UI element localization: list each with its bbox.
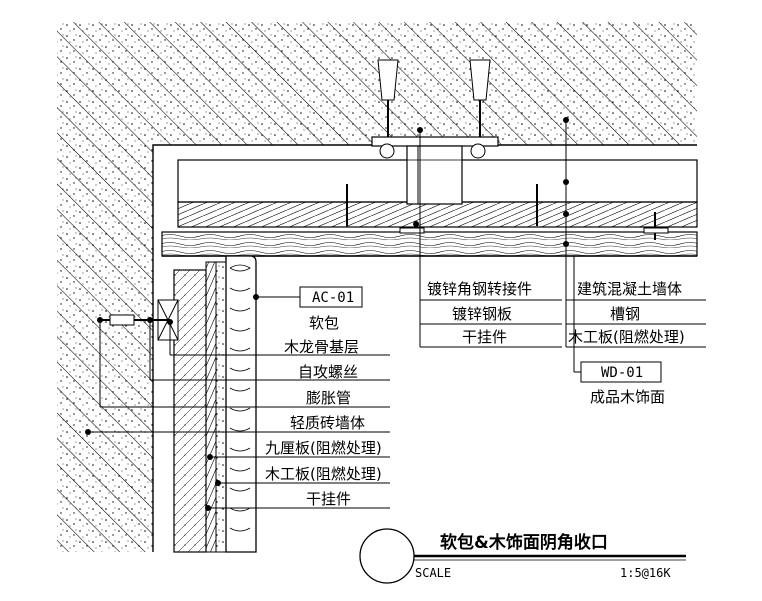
leader-dots-right [413, 117, 569, 247]
label-light-brick-wall: 轻质砖墙体 [290, 414, 365, 432]
leader-lines-left [88, 296, 390, 509]
self-tapping-screw-icon [98, 314, 170, 326]
label-self-tapping-screw: 自攻螺丝 [298, 363, 358, 381]
scale-label: SCALE [415, 566, 451, 580]
drawing-title: 软包&木饰面阴角收口 [440, 532, 608, 553]
blockboard-layer [177, 201, 698, 228]
screw-icon [346, 184, 669, 240]
tag-wd-01-text: WD-01 [601, 365, 643, 381]
concrete-wall [57, 22, 697, 552]
label-blockboard: 木工板(阻燃处理) [265, 465, 382, 483]
label-wood-keel: 木龙骨基层 [284, 338, 359, 356]
scale-value: 1:5@16K [620, 566, 671, 580]
angle-steel-connector [371, 136, 499, 205]
tag-ac-01 [299, 286, 363, 308]
wood-veneer-panel [161, 231, 698, 257]
title-block [359, 528, 686, 584]
expansion-bolt-icon [377, 59, 491, 137]
label-nine-ply-board: 九厘板(阻燃处理) [265, 439, 382, 457]
label-soft-pack: 软包 [309, 314, 339, 332]
leader-dots-left [85, 294, 259, 511]
tag-ac-01-text: AC-01 [312, 290, 354, 306]
label-steel-channel: 槽钢 [610, 305, 640, 323]
label-concrete-wall: 建筑混凝土墙体 [577, 280, 682, 298]
label-finished-wood-veneer: 成品木饰面 [590, 388, 665, 406]
light-brick-wall [173, 269, 207, 553]
label-galvanized-steel-plate: 镀锌钢板 [452, 305, 512, 323]
leader-lines-right [419, 120, 706, 372]
label-hanging-bracket-mid: 干挂件 [462, 328, 507, 346]
label-expansion-tube: 膨胀管 [306, 389, 351, 407]
label-blockboard-right: 木工板(阻燃处理) [568, 328, 685, 346]
label-hanging-bracket: 干挂件 [306, 490, 351, 508]
label-angle-steel-connector: 镀锌角钢转接件 [427, 280, 532, 298]
